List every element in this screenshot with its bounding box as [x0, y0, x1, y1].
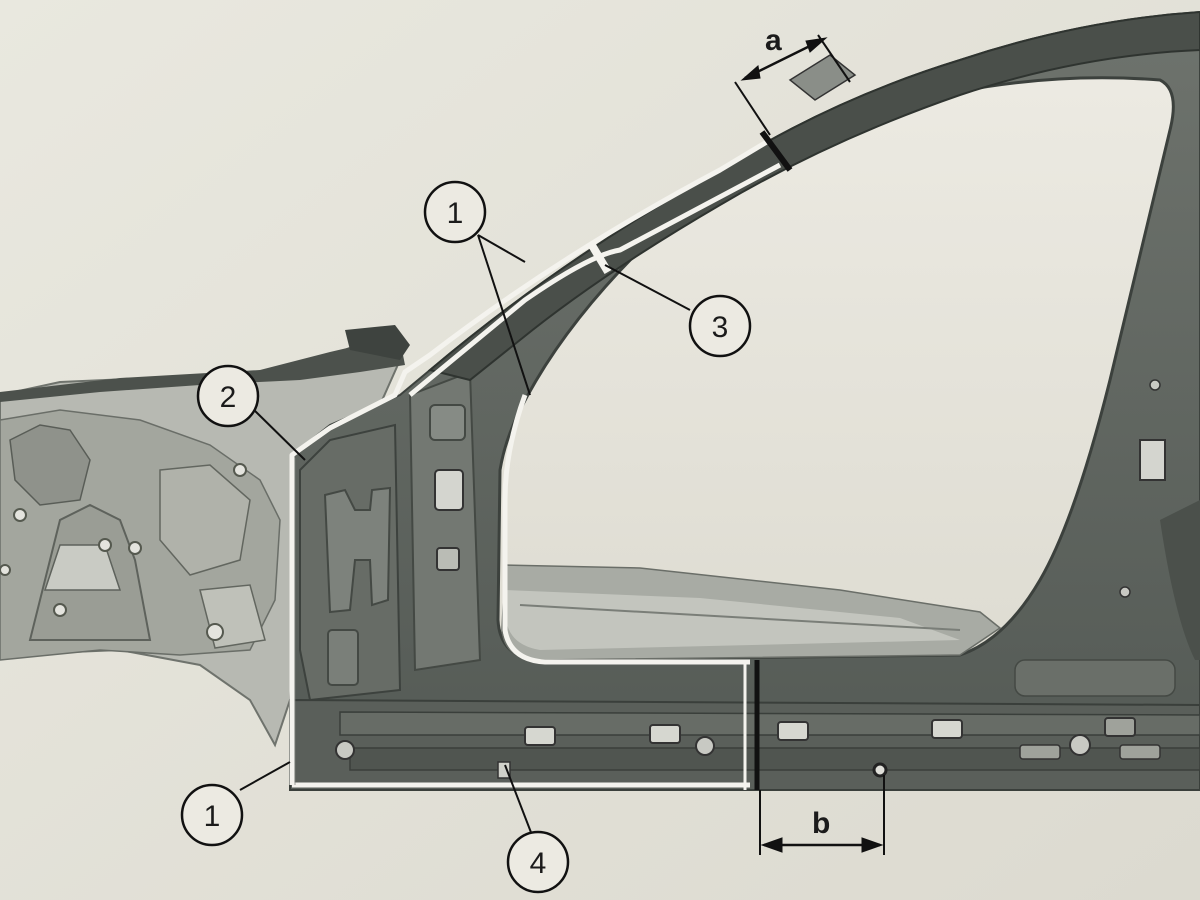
callout-3-label: 3 — [712, 311, 729, 344]
dimension-b: b — [759, 775, 885, 855]
callout-leaders — [239, 234, 691, 836]
callout-4: 4 — [506, 830, 570, 894]
dimension-b-label: b — [812, 807, 830, 840]
callout-1-upper-label: 1 — [447, 197, 464, 230]
callout-2: 2 — [196, 364, 260, 428]
section-cut-marks — [586, 130, 793, 790]
front-door-opening — [496, 76, 1175, 662]
cut-line-outline — [289, 137, 782, 788]
callout-1-lower-label: 1 — [204, 800, 221, 833]
callout-4-label: 4 — [530, 847, 547, 880]
callout-2-label: 2 — [220, 381, 237, 414]
front-engine-bay — [0, 325, 410, 748]
callout-3: 3 — [688, 294, 752, 358]
dimension-a: a — [734, 24, 851, 136]
callout-1-upper: 1 — [423, 180, 487, 244]
callout-1-lower: 1 — [180, 783, 244, 847]
dimension-a-label: a — [765, 24, 782, 57]
